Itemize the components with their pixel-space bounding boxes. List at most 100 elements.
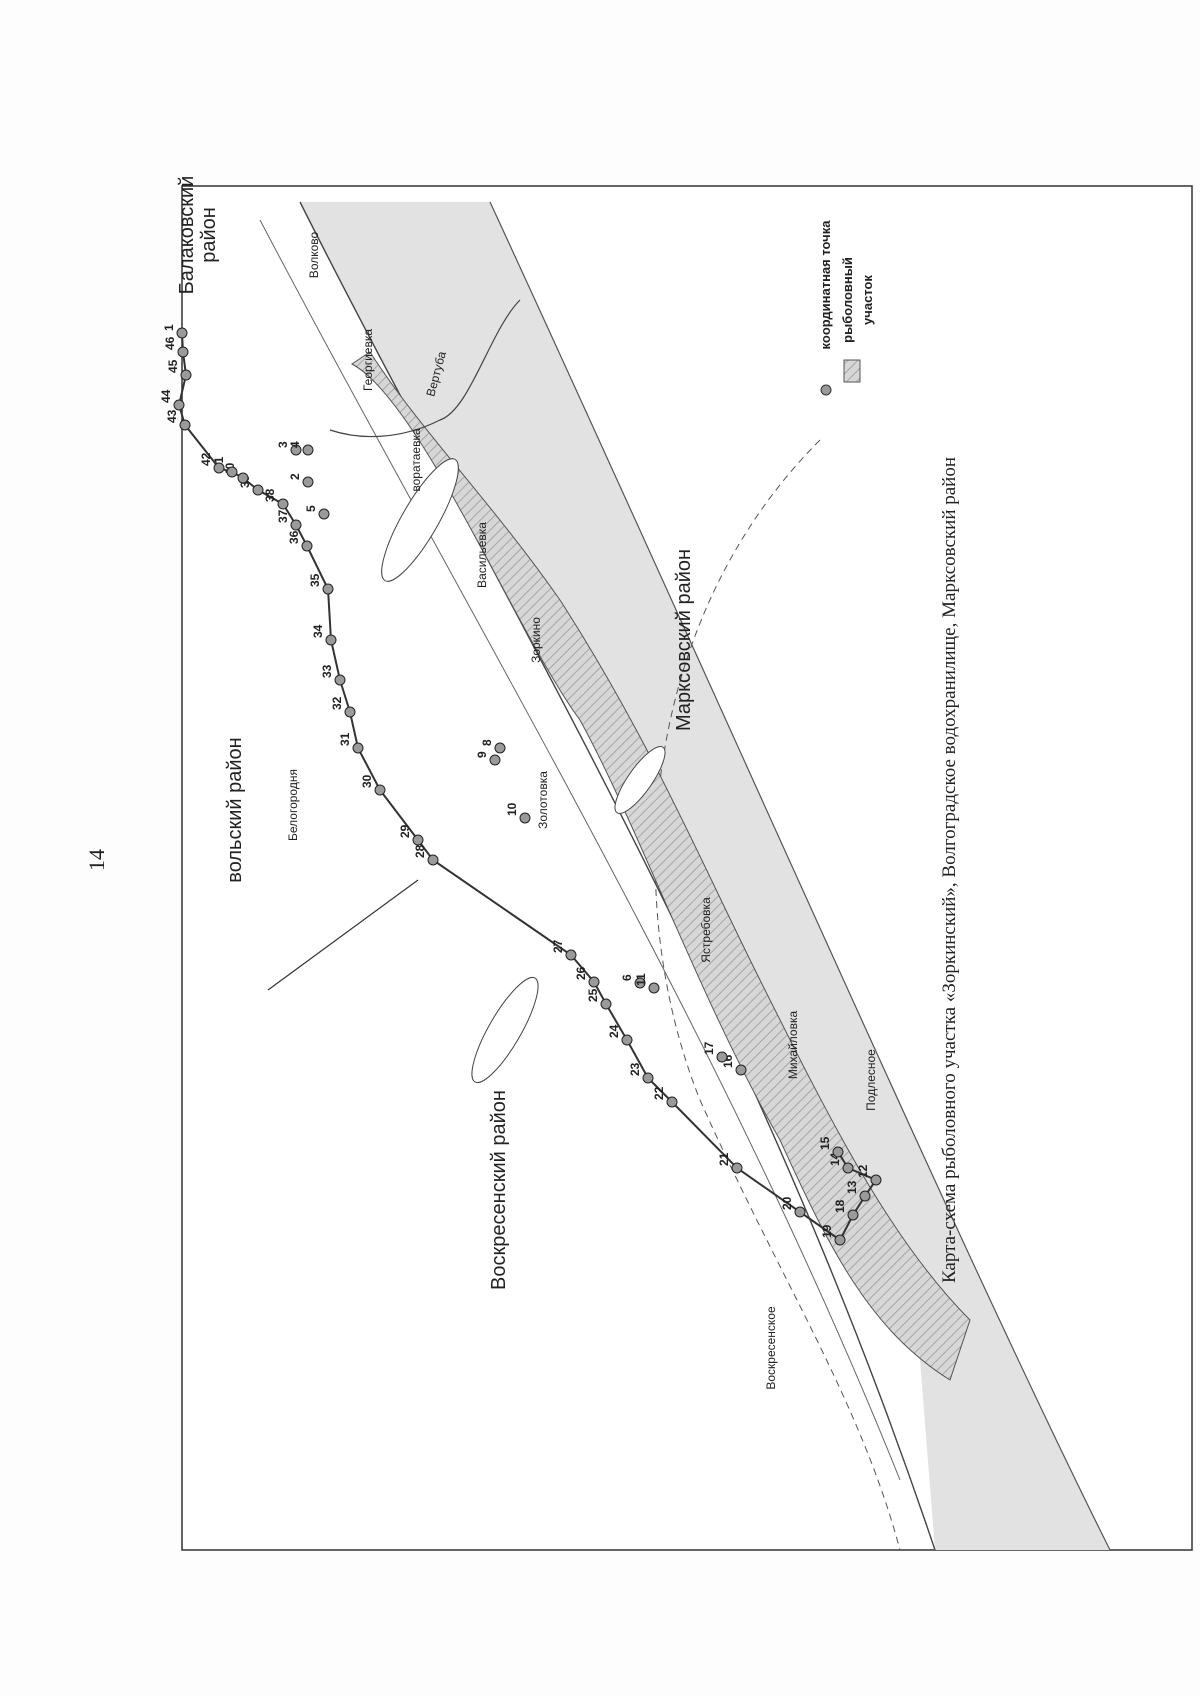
map-caption: Карта-схема рыболовного участка «Зоркинс… bbox=[939, 457, 960, 1283]
coordinate-point-43 bbox=[179, 419, 191, 431]
coordinate-point-5 bbox=[318, 508, 330, 520]
coordinate-point-label-22: 22 bbox=[652, 1086, 666, 1100]
coordinate-point-label-4: 4 bbox=[288, 441, 302, 448]
coordinate-point-40 bbox=[237, 472, 249, 484]
coordinate-point-label-25: 25 bbox=[586, 988, 600, 1002]
island bbox=[614, 746, 666, 814]
coordinate-point-label-10: 10 bbox=[505, 802, 519, 816]
legend-point-label: координатная точка bbox=[818, 220, 833, 350]
settlement-volkovo: Волково bbox=[307, 231, 321, 278]
district-label-marksovsky: Марксовский район bbox=[673, 549, 695, 731]
coordinate-point-label-44: 44 bbox=[159, 389, 173, 403]
river-vertuba bbox=[329, 299, 521, 438]
coordinate-point-label-24: 24 bbox=[607, 1024, 621, 1038]
coordinate-point-26 bbox=[588, 976, 600, 988]
coordinate-point-45 bbox=[180, 369, 192, 381]
coordinate-point-8 bbox=[494, 742, 506, 754]
coordinate-point-label-43: 43 bbox=[165, 409, 179, 423]
coordinate-point-13 bbox=[859, 1190, 871, 1202]
coordinate-point-label-36: 36 bbox=[287, 530, 301, 544]
coordinate-point-42 bbox=[213, 462, 225, 474]
coordinate-point-36 bbox=[301, 540, 313, 552]
settlement-mikhaylovka: Михайловка bbox=[786, 1011, 800, 1080]
coordinate-point-32 bbox=[344, 706, 356, 718]
coordinate-point-11 bbox=[648, 982, 660, 994]
coordinate-point-label-35: 35 bbox=[308, 573, 322, 587]
coordinate-point-label-9: 9 bbox=[475, 751, 489, 758]
leader-line bbox=[267, 879, 419, 991]
coordinate-point-label-3: 3 bbox=[276, 441, 290, 448]
coordinate-point-20 bbox=[794, 1206, 806, 1218]
island bbox=[381, 458, 459, 582]
coordinate-point-24 bbox=[621, 1034, 633, 1046]
coordinate-point-9 bbox=[489, 754, 501, 766]
fishing-area bbox=[351, 351, 971, 1381]
coordinate-point-label-8: 8 bbox=[480, 739, 494, 746]
coordinate-point-14 bbox=[842, 1162, 854, 1174]
coordinate-point-label-18: 18 bbox=[833, 1199, 847, 1213]
settlement-voskresenskoe: Воскресенское bbox=[764, 1306, 778, 1390]
settlement-belogorodnya: Белогородня bbox=[286, 769, 300, 841]
coordinate-point-27 bbox=[565, 949, 577, 961]
coordinate-point-4 bbox=[302, 444, 314, 456]
river-left-bank bbox=[489, 201, 1111, 1551]
coordinate-point-10 bbox=[519, 812, 531, 824]
coordinate-point-33 bbox=[334, 674, 346, 686]
page-number: 14 bbox=[84, 849, 109, 871]
coordinate-point-label-19: 19 bbox=[820, 1224, 834, 1238]
legend-area-symbol bbox=[843, 359, 861, 383]
coordinate-point-6 bbox=[634, 977, 646, 989]
settlement-vasilyevka: Васильевка bbox=[475, 522, 489, 588]
coordinate-point-label-34: 34 bbox=[311, 624, 325, 638]
coordinate-point-label-32: 32 bbox=[330, 696, 344, 710]
settlement-georgievka: Георгиевка bbox=[361, 329, 375, 391]
coordinate-point-label-13: 13 bbox=[845, 1180, 859, 1194]
coordinate-point-label-29: 29 bbox=[398, 824, 412, 838]
coordinate-point-label-38: 38 bbox=[263, 488, 277, 502]
coordinate-point-label-1: 1 bbox=[162, 324, 176, 331]
coordinate-point-22 bbox=[666, 1096, 678, 1108]
legend-area-label-2: участок bbox=[860, 275, 875, 325]
coordinate-point-label-26: 26 bbox=[574, 966, 588, 980]
coordinate-point-label-15: 15 bbox=[818, 1136, 832, 1150]
coordinate-point-38 bbox=[277, 498, 289, 510]
coordinate-point-21 bbox=[731, 1162, 743, 1174]
district-label-volsky: вольский район bbox=[224, 737, 246, 882]
coordinate-point-label-23: 23 bbox=[628, 1062, 642, 1076]
coordinate-point-label-20: 20 bbox=[780, 1196, 794, 1210]
coordinate-point-3 bbox=[290, 444, 302, 456]
coordinate-point-44 bbox=[173, 399, 185, 411]
coordinate-point-15 bbox=[832, 1146, 844, 1158]
coordinate-point-label-46: 46 bbox=[163, 336, 177, 350]
coordinate-point-label-37: 37 bbox=[276, 509, 290, 523]
coordinate-point-label-12: 12 bbox=[856, 1164, 870, 1178]
coordinate-point-28 bbox=[427, 854, 439, 866]
coordinate-point-label-5: 5 bbox=[304, 505, 318, 512]
coordinate-point-30 bbox=[374, 784, 386, 796]
coordinate-point-1 bbox=[176, 327, 188, 339]
coordinate-point-label-30: 30 bbox=[360, 774, 374, 788]
coordinate-point-label-31: 31 bbox=[338, 732, 352, 746]
coordinate-points: 1234568910111213141516171819202122232425… bbox=[159, 324, 882, 1246]
river-channel bbox=[259, 219, 901, 1481]
coordinate-point-2 bbox=[302, 476, 314, 488]
island bbox=[471, 976, 539, 1084]
coordinate-point-35 bbox=[322, 583, 334, 595]
settlement-vorataevka: воратаевка bbox=[409, 428, 423, 492]
map-legend: координатная точка рыболовный участок bbox=[818, 220, 875, 396]
coordinate-point-label-21: 21 bbox=[717, 1152, 731, 1166]
coordinate-point-label-17: 17 bbox=[702, 1041, 716, 1055]
coordinate-point-41 bbox=[226, 466, 238, 478]
coordinate-point-label-2: 2 bbox=[288, 473, 302, 480]
coordinate-point-46 bbox=[177, 346, 189, 358]
coordinate-point-25 bbox=[600, 998, 612, 1010]
river-right-bank bbox=[299, 201, 936, 1551]
coordinate-point-23 bbox=[642, 1072, 654, 1084]
coordinate-point-37 bbox=[290, 519, 302, 531]
coordinate-point-label-27: 27 bbox=[551, 939, 565, 953]
coordinate-point-16 bbox=[735, 1064, 747, 1076]
coordinate-point-label-45: 45 bbox=[166, 359, 180, 373]
coordinate-point-label-42: 42 bbox=[199, 452, 213, 466]
coordinate-point-17 bbox=[716, 1051, 728, 1063]
